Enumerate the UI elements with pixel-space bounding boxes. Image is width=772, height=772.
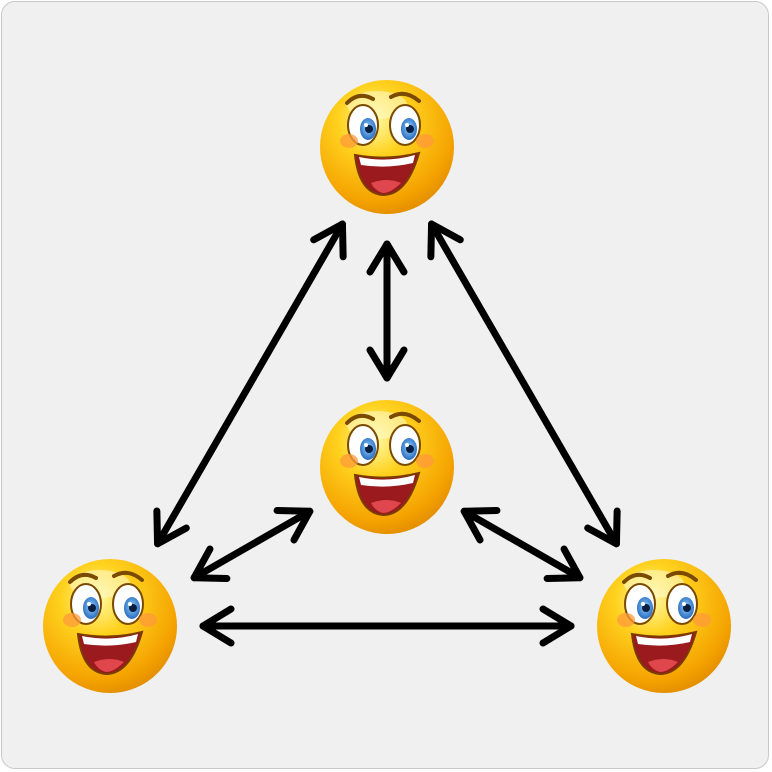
arrow-shaft xyxy=(190,507,314,582)
arrowhead-icon xyxy=(366,240,408,276)
arrow-shaft xyxy=(460,507,584,582)
arrowhead-icon xyxy=(153,507,190,548)
arrowhead-icon xyxy=(584,507,621,548)
arrowhead-icon xyxy=(199,605,235,647)
edge-top-bottom-right xyxy=(427,220,621,548)
arrow-shaft xyxy=(428,220,620,548)
edge-top-bottom-left xyxy=(153,220,347,548)
arrowhead-icon xyxy=(427,220,464,261)
arrowhead-icon xyxy=(460,507,501,544)
arrowhead-icon xyxy=(366,346,408,382)
smiley-face-icon xyxy=(318,398,456,536)
arrow-shaft xyxy=(154,220,346,548)
smiley-face-icon xyxy=(595,557,733,695)
arrowhead-icon xyxy=(310,220,347,261)
arrowhead-icon xyxy=(543,545,584,583)
edges-group xyxy=(153,220,621,647)
nodes-group xyxy=(41,78,733,695)
arrowhead-icon xyxy=(190,545,231,583)
edge-center-bottom-left xyxy=(190,507,314,583)
edge-bottom-left-bottom-right xyxy=(199,605,575,647)
edge-center-bottom-right xyxy=(460,507,584,583)
edge-top-center xyxy=(366,240,408,382)
smiley-face-icon xyxy=(41,557,179,695)
smiley-face-icon xyxy=(318,78,456,216)
arrowhead-icon xyxy=(539,605,575,647)
arrowhead-icon xyxy=(273,507,314,544)
